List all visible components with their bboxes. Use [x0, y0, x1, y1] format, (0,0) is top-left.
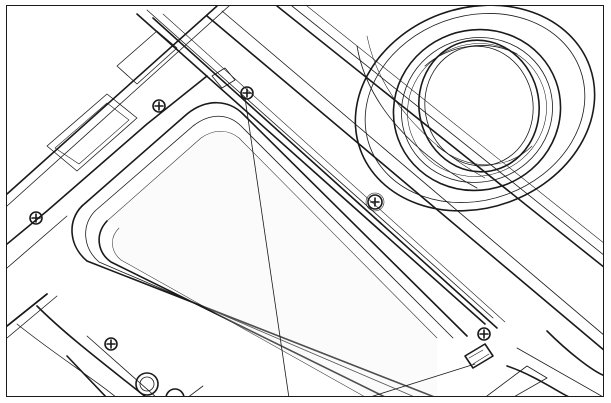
- lower-left-assembly: [66, 335, 204, 396]
- screw-bottom-left: [104, 337, 118, 351]
- callout-line-1: [244, 97, 290, 396]
- screw-left-panel: [29, 211, 43, 225]
- lower-right-assembly: [464, 330, 603, 396]
- housing-outline: [7, 6, 230, 396]
- screw-right-rail: [365, 192, 385, 212]
- left-panel: [46, 30, 178, 172]
- cylinder-port: [354, 6, 596, 212]
- screw-lower-right: [477, 327, 491, 341]
- technical-drawing: [7, 6, 603, 396]
- screw-top-left-rail: [152, 99, 166, 113]
- window-frame: [71, 102, 468, 396]
- screw-top-center: [211, 67, 254, 100]
- figure-frame: [6, 5, 604, 397]
- upper-rail: [136, 6, 603, 351]
- callout-line-2: [372, 363, 476, 396]
